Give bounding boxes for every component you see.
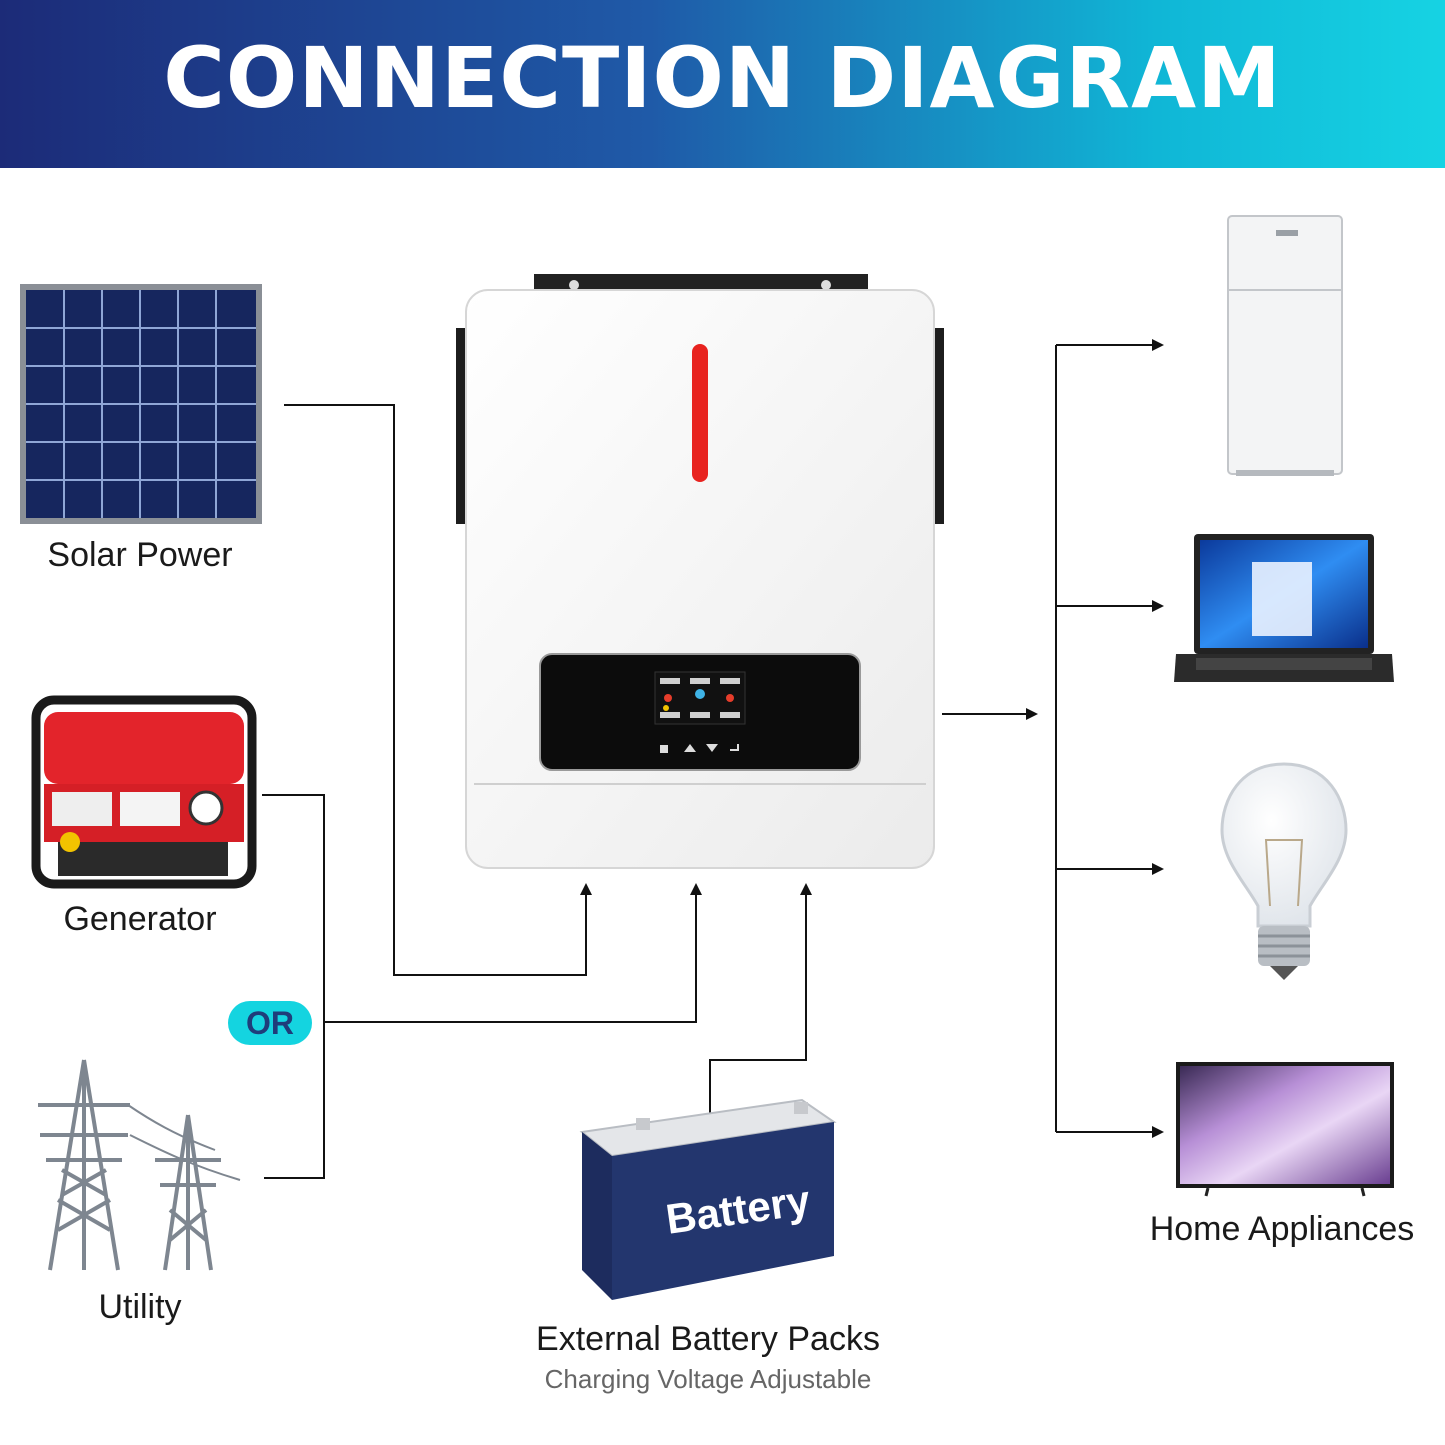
solar-panel-icon	[20, 284, 262, 524]
laptop-icon	[1174, 534, 1394, 682]
header-banner: CONNECTION DIAGRAM	[0, 0, 1445, 168]
television-icon	[1176, 1062, 1394, 1197]
battery-subtitle: Charging Voltage Adjustable	[544, 1364, 872, 1394]
inverter-icon	[456, 274, 944, 869]
battery-to-inverter-line	[709, 883, 812, 1118]
or-badge: OR	[228, 1001, 312, 1045]
utility-tower-icon	[38, 1059, 241, 1271]
generator-label: Generator	[63, 900, 217, 938]
connector-lines	[262, 339, 1164, 1179]
solar-label: Solar Power	[47, 536, 233, 574]
utility-label: Utility	[98, 1288, 182, 1326]
grid-to-inverter-line	[324, 883, 702, 1023]
light-bulb-icon	[1220, 762, 1348, 980]
battery-icon	[579, 1098, 837, 1300]
home-appliances-label: Home Appliances	[1149, 1210, 1415, 1248]
solar-to-inverter-line	[284, 404, 592, 976]
generator-line	[262, 794, 325, 1179]
generator-icon	[31, 695, 257, 889]
battery-title: External Battery Packs	[536, 1320, 880, 1358]
page-title: CONNECTION DIAGRAM	[163, 29, 1282, 127]
refrigerator-icon	[1227, 215, 1343, 476]
inverter-led-bar	[692, 344, 708, 482]
